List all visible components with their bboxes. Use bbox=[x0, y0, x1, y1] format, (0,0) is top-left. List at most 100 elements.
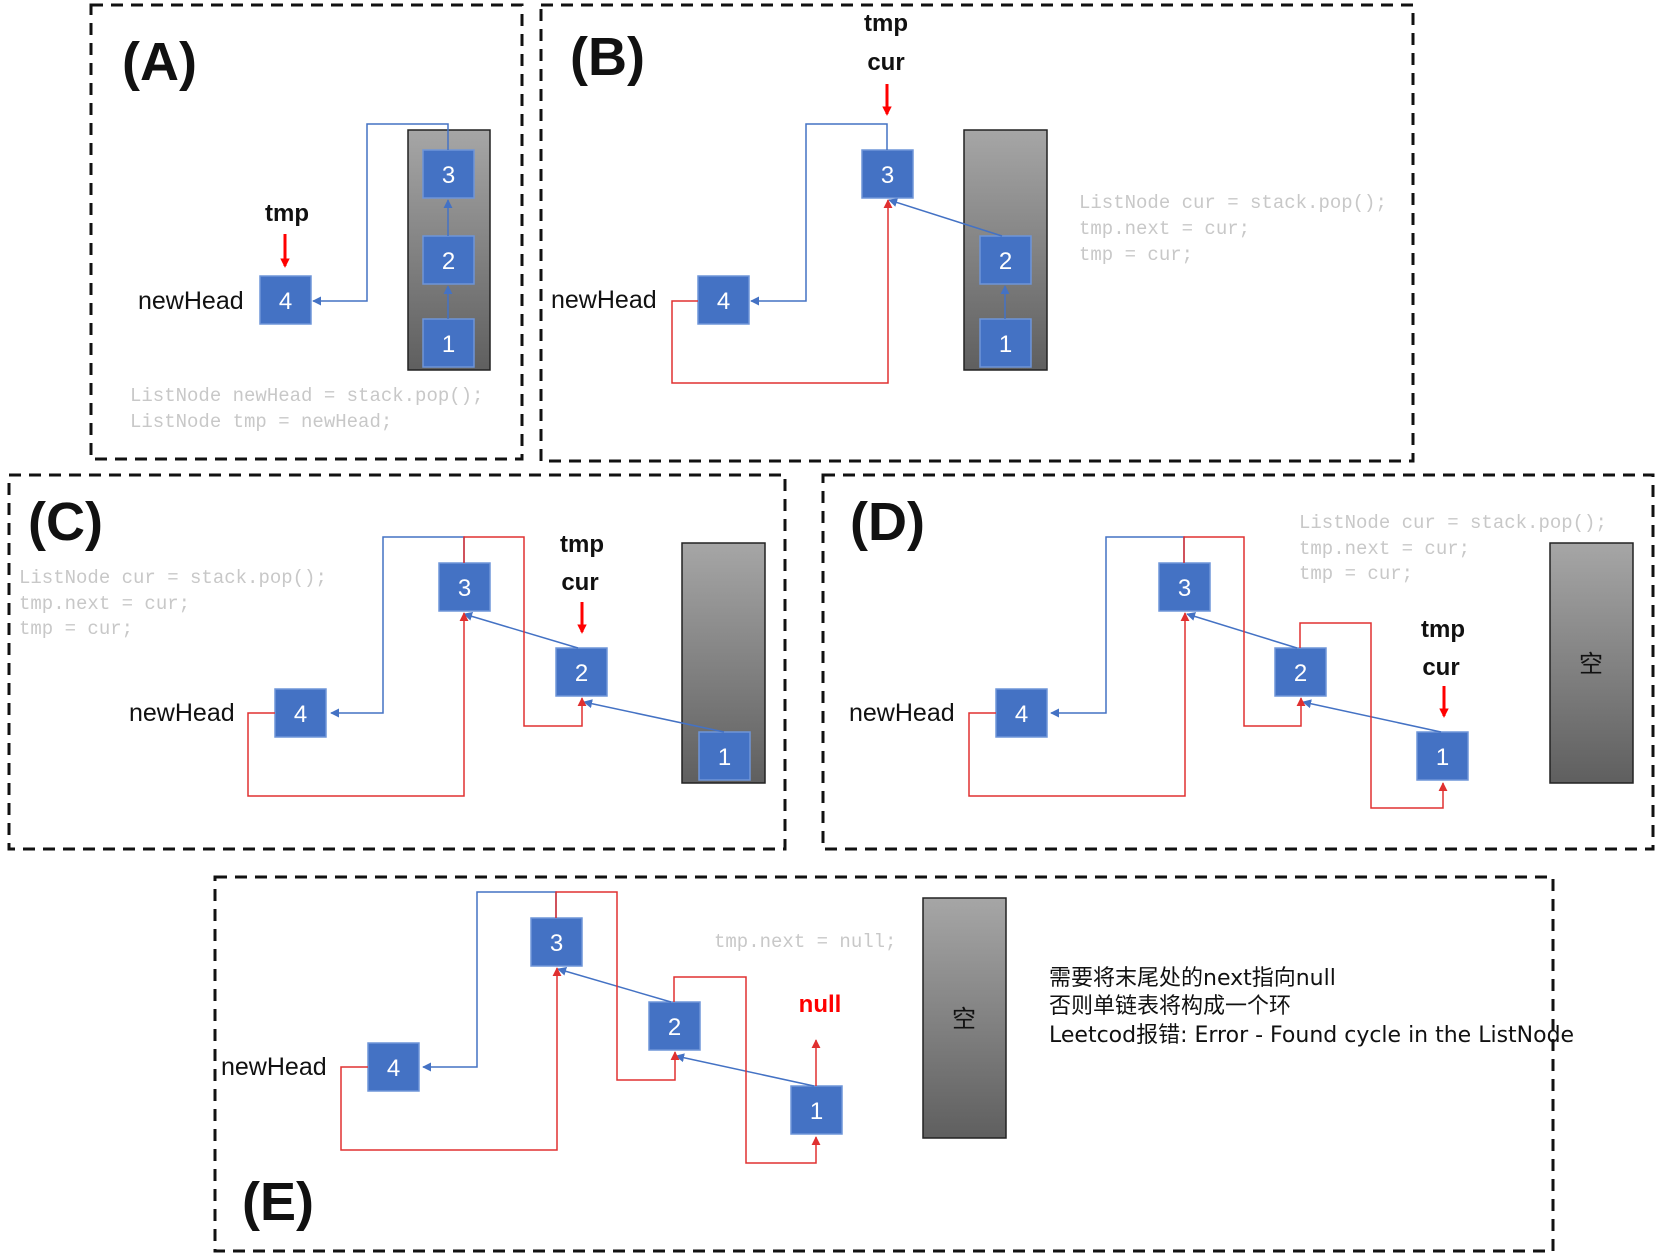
panel-b-tmp-label: tmp bbox=[864, 10, 908, 37]
panel-e-red-link-3-2 bbox=[555, 891, 680, 1081]
panel-c-node-2 bbox=[555, 647, 608, 697]
panel-b-link-3-4 bbox=[750, 123, 888, 306]
panel-e-node-1 bbox=[790, 1085, 843, 1135]
panel-e-note-line-1: 需要将末尾处的next指向null bbox=[1049, 966, 1336, 991]
panel-c-red-link-4-3 bbox=[247, 612, 469, 797]
panel-d-node-2 bbox=[1274, 647, 1327, 697]
panel-e-code-line-1: tmp.next = null; bbox=[714, 931, 896, 953]
panel-a-node-2 bbox=[422, 235, 475, 285]
panel-d-node-2-label: 2 bbox=[1294, 660, 1307, 687]
panel-c-node-4 bbox=[274, 688, 327, 738]
panel-e-node-2 bbox=[648, 1001, 701, 1051]
panel-a-code-line-1: ListNode newHead = stack.pop(); bbox=[130, 385, 483, 407]
panel-a-newhead-label: newHead bbox=[138, 287, 244, 315]
panel-d-red-link-3-2 bbox=[1183, 536, 1306, 727]
panel-d-tmp-label: tmp bbox=[1421, 616, 1465, 643]
panel-d-code-line-1: ListNode cur = stack.pop(); bbox=[1299, 512, 1607, 534]
panel-d: (D) ListNode cur = stack.pop(); tmp.next… bbox=[821, 473, 1655, 851]
panel-a-frame bbox=[89, 3, 524, 461]
panel-a-node-2-label: 2 bbox=[442, 248, 455, 275]
panel-c-cur-label: cur bbox=[561, 569, 598, 596]
panel-d-node-4-label: 4 bbox=[1015, 701, 1028, 728]
panel-c-node-4-label: 4 bbox=[294, 701, 307, 728]
panel-a-tmp-label: tmp bbox=[265, 200, 309, 227]
panel-e-note-line-3: Leetcod报错: Error - Found cycle in the Li… bbox=[1049, 1023, 1574, 1048]
panel-e-node-4 bbox=[367, 1042, 420, 1092]
panel-a-link-3-4 bbox=[312, 123, 449, 306]
panel-c-code-line-1: ListNode cur = stack.pop(); bbox=[19, 567, 327, 589]
panel-d-label: (D) bbox=[850, 492, 925, 552]
panel-e-stack-empty-label: 空 bbox=[952, 1005, 976, 1033]
panel-b-node-2 bbox=[979, 235, 1032, 285]
panel-c-tmp-label: tmp bbox=[560, 531, 604, 558]
panel-b-node-3-label: 3 bbox=[881, 162, 894, 189]
panel-d-node-4 bbox=[995, 688, 1048, 738]
panel-d-node-3 bbox=[1158, 562, 1211, 612]
panel-a-code-line-2: ListNode tmp = newHead; bbox=[130, 411, 392, 433]
panel-e-node-4-label: 4 bbox=[387, 1055, 400, 1082]
panel-b-node-2-label: 2 bbox=[999, 248, 1012, 275]
panel-d-cur-label: cur bbox=[1422, 654, 1459, 681]
panel-c-frame bbox=[7, 473, 787, 851]
panel-d-link-1-2 bbox=[1302, 699, 1442, 733]
panel-b-node-4 bbox=[697, 275, 750, 325]
panel-e: (E) tmp.next = null; 空 需要将末尾处的next指向null… bbox=[213, 875, 1574, 1253]
panel-d-red-link-4-3 bbox=[968, 612, 1190, 797]
panel-c-link-2-3 bbox=[463, 612, 579, 649]
panel-d-node-1 bbox=[1416, 731, 1469, 781]
panel-b-newhead-label: newHead bbox=[551, 286, 657, 314]
panel-b: (B) tmp cur 2 1 3 4 newHead ListNode cur… bbox=[539, 3, 1415, 463]
panel-a-node-4-label: 4 bbox=[279, 288, 292, 315]
panel-c-node-3-label: 3 bbox=[458, 575, 471, 602]
panel-c-code-line-2: tmp.next = cur; bbox=[19, 593, 190, 615]
panel-b-link-2-3 bbox=[888, 198, 1003, 237]
panel-b-node-1-label: 1 bbox=[999, 331, 1012, 358]
panel-b-code-line-2: tmp.next = cur; bbox=[1079, 218, 1250, 240]
panel-d-stack-empty-label: 空 bbox=[1579, 650, 1603, 678]
panel-c-red-link-3-2 bbox=[463, 536, 587, 727]
panel-b-cur-label: cur bbox=[867, 49, 904, 76]
panel-e-red-link-4-3 bbox=[340, 967, 562, 1151]
panel-a-node-1-label: 1 bbox=[442, 331, 455, 358]
panel-b-node-4-label: 4 bbox=[717, 288, 730, 315]
panel-e-node-2-label: 2 bbox=[668, 1014, 681, 1041]
panel-e-node-3-label: 3 bbox=[550, 930, 563, 957]
panel-b-node-3 bbox=[861, 149, 914, 199]
panel-b-label: (B) bbox=[570, 27, 645, 87]
panel-b-red-link-4-3 bbox=[671, 199, 893, 384]
panel-e-node-1-label: 1 bbox=[810, 1098, 823, 1125]
panel-a: (A) 3 2 1 4 newHead tmp ListNode newHead… bbox=[89, 3, 524, 461]
panel-c-code-line-3: tmp = cur; bbox=[19, 618, 133, 640]
panel-c-node-2-label: 2 bbox=[575, 660, 588, 687]
panel-d-stack-empty bbox=[1549, 542, 1634, 784]
panel-d-code-line-2: tmp.next = cur; bbox=[1299, 538, 1470, 560]
panel-e-link-2-3 bbox=[557, 966, 672, 1003]
panel-e-red-link-2-1 bbox=[673, 976, 821, 1164]
panel-e-newhead-label: newHead bbox=[221, 1053, 327, 1081]
panel-d-node-3-label: 3 bbox=[1178, 575, 1191, 602]
panel-c-label: (C) bbox=[28, 492, 103, 552]
panel-c: (C) ListNode cur = stack.pop(); tmp.next… bbox=[7, 473, 787, 851]
panel-e-null-label: null bbox=[799, 991, 842, 1018]
panel-c-node-1-label: 1 bbox=[718, 744, 731, 771]
panel-e-frame bbox=[213, 875, 1555, 1253]
panel-a-node-3 bbox=[422, 149, 475, 199]
panel-d-frame bbox=[821, 473, 1655, 851]
panel-e-note-line-2: 否则单链表将构成一个环 bbox=[1049, 994, 1291, 1019]
panel-c-node-1 bbox=[698, 731, 751, 781]
panel-b-code-line-3: tmp = cur; bbox=[1079, 244, 1193, 266]
panel-b-frame bbox=[539, 3, 1415, 463]
panel-c-node-3 bbox=[438, 562, 491, 612]
panel-d-newhead-label: newHead bbox=[849, 699, 955, 727]
panel-e-stack-empty bbox=[922, 897, 1007, 1139]
panel-c-newhead-label: newHead bbox=[129, 699, 235, 727]
panel-e-node-3 bbox=[530, 917, 583, 967]
panel-e-label: (E) bbox=[242, 1172, 314, 1232]
panel-a-label: (A) bbox=[122, 32, 197, 92]
panel-d-node-1-label: 1 bbox=[1436, 744, 1449, 771]
panel-d-code-line-3: tmp = cur; bbox=[1299, 563, 1413, 585]
panel-b-code-line-1: ListNode cur = stack.pop(); bbox=[1079, 192, 1387, 214]
panel-a-node-4 bbox=[259, 275, 312, 325]
panel-e-link-1-2 bbox=[675, 1053, 815, 1087]
